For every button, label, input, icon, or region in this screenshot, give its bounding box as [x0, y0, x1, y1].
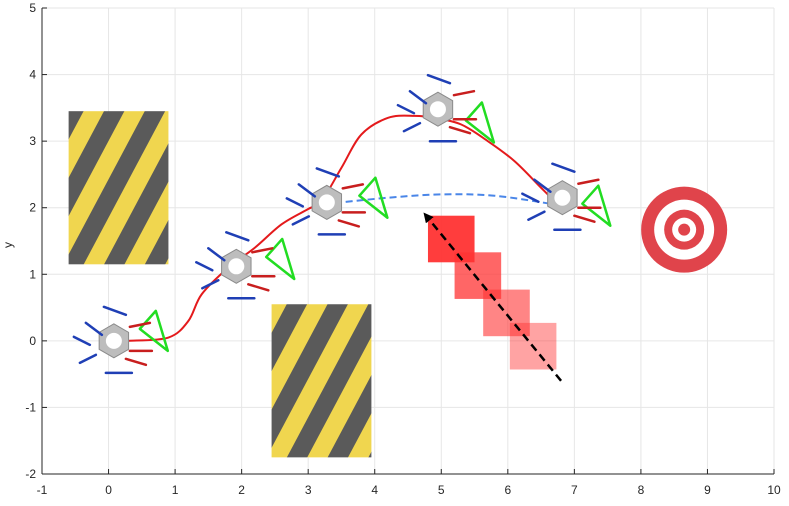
- series-planned: [334, 193, 555, 206]
- robot-propeller-2: [402, 121, 422, 133]
- y-tick-label-6: 4: [29, 68, 36, 82]
- x-tick-label-3: 2: [238, 483, 245, 497]
- robot-propeller-4: [225, 231, 250, 242]
- goal-marker-2: [358, 176, 389, 219]
- goal-marker-4: [581, 184, 612, 227]
- robot-propeller-5: [341, 183, 365, 190]
- robot-1: [195, 231, 276, 300]
- robot-propeller-0: [297, 183, 317, 198]
- moving-obstacle: [423, 212, 563, 382]
- robot-3: [396, 73, 478, 143]
- x-tick-label-5: 4: [371, 483, 378, 497]
- robot-propeller-2: [78, 353, 98, 365]
- series-trajectory: [128, 114, 562, 342]
- robot-hub: [105, 332, 122, 349]
- robot-propeller-2: [201, 279, 220, 290]
- robot-hub: [554, 189, 571, 206]
- axes-frame: [41, 7, 775, 475]
- robot-propeller-5: [577, 178, 600, 185]
- x-tick-label-7: 6: [504, 483, 511, 497]
- x-tick-label-9: 8: [638, 483, 645, 497]
- x-tick-label-6: 5: [438, 483, 445, 497]
- robot-propeller-1: [285, 197, 305, 208]
- robot-propeller-0: [207, 247, 226, 262]
- robot-hub: [228, 258, 245, 275]
- target: [641, 186, 728, 273]
- goal-marker-3: [464, 101, 496, 144]
- robot-propeller-1: [396, 103, 416, 115]
- robot-propeller-5: [452, 89, 476, 97]
- hazard-zones: [68, 111, 372, 458]
- robot-hub: [318, 194, 335, 211]
- goal-markers: [138, 101, 612, 353]
- robot-propeller-7: [337, 219, 361, 228]
- obstacle-square-2: [483, 289, 530, 337]
- robot-propeller-0: [533, 178, 552, 193]
- robot-propeller-7: [448, 125, 472, 135]
- series-lines: [128, 114, 562, 342]
- robot-propeller-4: [426, 73, 452, 85]
- robot-hub: [429, 101, 446, 118]
- robot-propeller-7: [573, 214, 596, 223]
- obstacle-direction-arrow: [423, 212, 563, 382]
- y-tick-label-0: -2: [25, 467, 36, 481]
- robot-propeller-5: [251, 247, 274, 254]
- y-tick-label-7: 5: [29, 1, 36, 15]
- robot-propeller-1: [521, 192, 540, 203]
- x-tick-label-2: 1: [172, 483, 179, 497]
- robot-propeller-2: [291, 215, 311, 226]
- robot-propeller-4: [102, 305, 128, 317]
- hazard-zone-0: [68, 111, 169, 265]
- robot-propeller-2: [527, 210, 546, 221]
- robot-propeller-7: [247, 283, 270, 292]
- y-tick-label-3: 1: [29, 267, 36, 281]
- robot-propeller-0: [84, 321, 104, 337]
- x-tick-label-8: 7: [571, 483, 578, 497]
- target-ring-4: [678, 223, 691, 236]
- x-tick-label-11: 10: [767, 483, 781, 497]
- robot-propeller-1: [72, 335, 92, 347]
- goal-marker-0: [138, 309, 170, 353]
- x-tick-label-4: 3: [305, 483, 312, 497]
- robot-0: [72, 305, 154, 375]
- robot-2: [285, 167, 367, 236]
- robots: [72, 73, 602, 375]
- robot-propeller-1: [195, 261, 214, 272]
- robot-propeller-7: [124, 357, 148, 367]
- y-tick-label-1: -1: [25, 400, 36, 414]
- robot-propeller-4: [551, 162, 576, 173]
- robot-propeller-4: [315, 167, 341, 178]
- robot-propeller-0: [408, 89, 428, 105]
- y-tick-label-4: 2: [29, 201, 36, 215]
- y-tick-label-2: 0: [29, 334, 36, 348]
- robot-4: [521, 162, 602, 231]
- robot-propeller-5: [128, 321, 152, 329]
- y-tick-label-5: 3: [29, 134, 36, 148]
- x-tick-label-10: 9: [704, 483, 711, 497]
- x-tick-label-0: -1: [37, 483, 48, 497]
- y-axis-label: y: [1, 242, 15, 248]
- hazard-zone-1: [271, 304, 372, 458]
- x-tick-label-1: 0: [105, 483, 112, 497]
- goal-marker-1: [264, 237, 296, 281]
